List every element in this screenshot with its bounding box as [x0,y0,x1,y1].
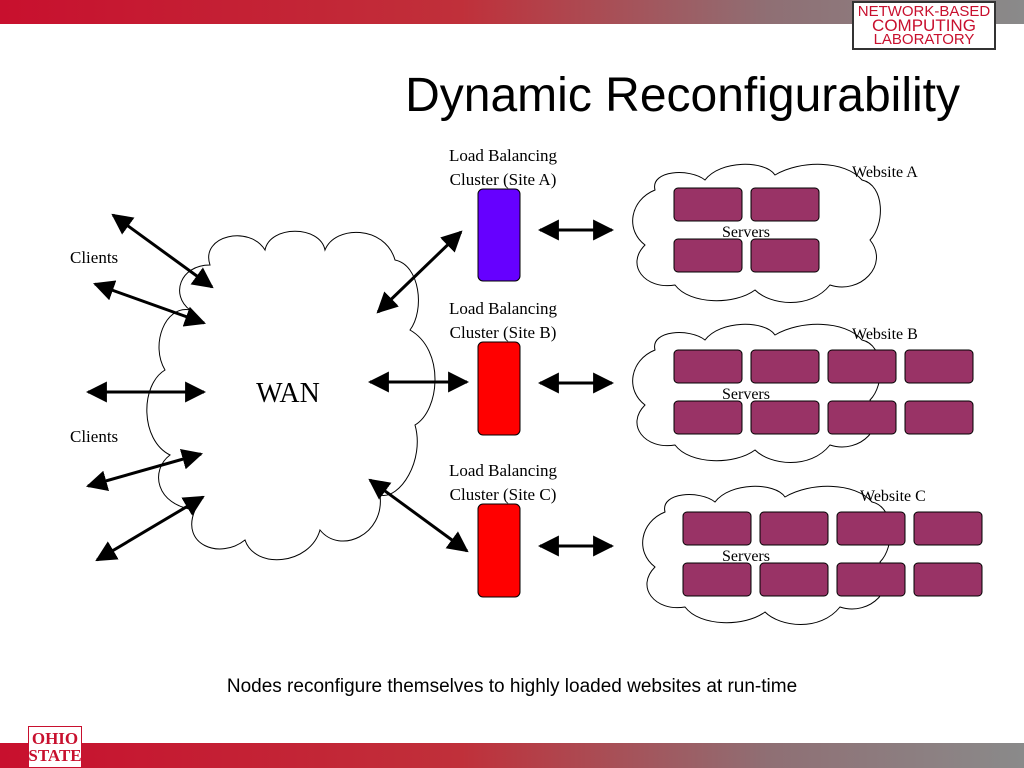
website-c-servers [682,511,983,597]
client-arrow-2 [93,280,206,327]
cluster-c-label-line1: Load Balancing [449,461,558,480]
server-box [750,400,820,435]
server-box [759,511,829,546]
cluster-c-box [477,503,521,598]
server-box [750,238,820,273]
ohio-state-logo: OHIO STATE [28,726,82,768]
website-c-label: Website C [860,488,926,505]
cluster-a-box [477,188,521,282]
clients-label-top: Clients [70,248,118,267]
website-c-servers-label: Servers [722,548,770,565]
client-arrow-5 [95,495,205,562]
website-b-servers [673,349,974,435]
osu-logo-line-1: OHIO [31,729,79,748]
logo-line-3: LABORATORY [873,30,975,48]
server-box [904,400,974,435]
nbcl-logo: NETWORK-BASED COMPUTING LABORATORY [852,1,996,50]
server-box [750,349,820,384]
server-box [836,511,906,546]
server-box [673,187,743,222]
website-b-label: Website B [852,326,918,343]
logo-line-1: NETWORK-BASED [857,2,991,20]
server-box [682,511,752,546]
server-box [913,511,983,546]
client-arrow-4 [85,449,204,491]
server-box [904,349,974,384]
client-arrow-1 [111,213,214,289]
website-a-servers [673,187,820,273]
server-box [913,562,983,597]
slide-caption: Nodes reconfigure themselves to highly l… [226,676,798,697]
slide-title: Dynamic Reconfigurability [405,69,960,122]
cluster-a-label-line2: Cluster (Site A) [450,170,557,189]
bottom-gradient-band [0,743,1024,768]
server-box [827,400,897,435]
server-box [673,349,743,384]
cluster-website-arrows [537,219,615,557]
osu-logo-line-2: STATE [28,746,82,765]
wan-label: WAN [256,378,320,409]
wan-arrow-site-c [368,478,469,553]
cluster-b-label-line2: Cluster (Site B) [450,323,557,342]
cluster-b-label-line1: Load Balancing [449,299,558,318]
website-a-servers-label: Servers [722,224,770,241]
website-a-label: Website A [852,164,918,181]
logo-line-2: COMPUTING [872,15,976,35]
website-b-servers-label: Servers [722,386,770,403]
server-box [682,562,752,597]
clients-label-bottom: Clients [70,427,118,446]
cluster-a-label-line1: Load Balancing [449,146,558,165]
server-box [750,187,820,222]
server-box [673,400,743,435]
wan-arrow-site-a [376,230,463,314]
server-box [673,238,743,273]
client-arrows [85,213,214,562]
server-box [759,562,829,597]
server-box [827,349,897,384]
wan-cluster-arrows [367,230,470,553]
cluster-b-box [477,341,521,436]
cluster-c-label-line2: Cluster (Site C) [450,485,557,504]
server-box [836,562,906,597]
